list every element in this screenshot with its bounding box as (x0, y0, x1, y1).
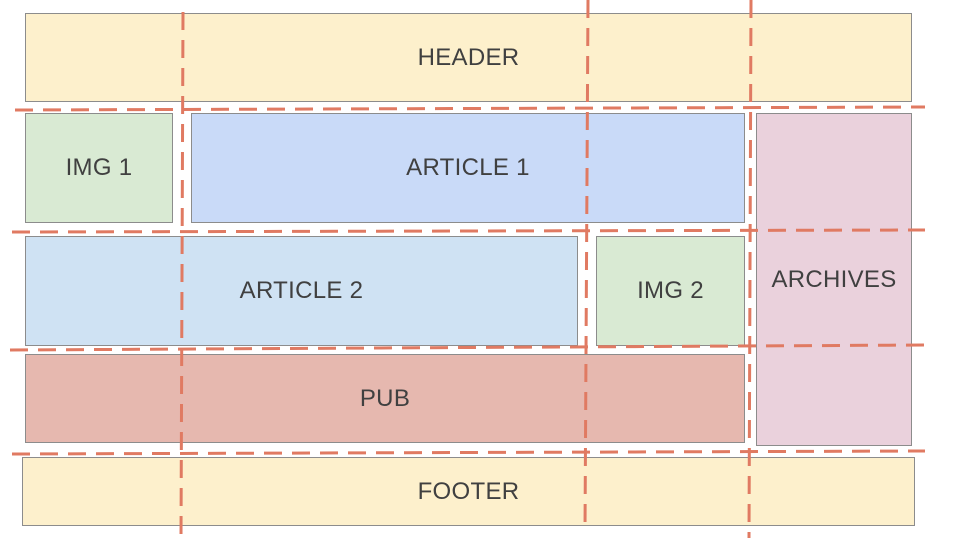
img2-label: IMG 2 (637, 277, 704, 304)
img2-block: IMG 2 (596, 236, 745, 346)
img1-label: IMG 1 (65, 154, 133, 181)
header-label: HEADER (417, 43, 520, 71)
pub-label: PUB (359, 384, 411, 412)
grid-line-horizontal-4 (11, 449, 926, 456)
article2-label: ARTICLE 2 (239, 277, 364, 304)
footer-block: FOOTER (22, 457, 915, 526)
img1-block: IMG 1 (25, 113, 173, 223)
footer-label: FOOTER (417, 477, 520, 505)
article1-block: ARTICLE 1 (191, 113, 745, 223)
article2-block: ARTICLE 2 (25, 236, 578, 346)
grid-line-horizontal-1 (14, 105, 926, 112)
pub-block: PUB (25, 354, 745, 443)
archives-label: ARCHIVES (771, 265, 897, 293)
article1-label: ARTICLE 1 (406, 154, 530, 181)
header-block: HEADER (25, 13, 912, 102)
archives-block: ARCHIVES (756, 113, 912, 446)
